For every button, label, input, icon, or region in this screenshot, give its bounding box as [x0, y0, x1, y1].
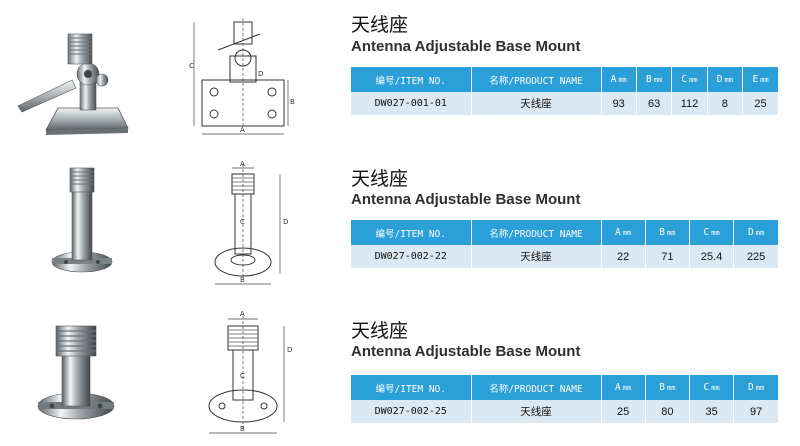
table-row: DW027-002-25 天线座 25 80 35 97	[351, 400, 778, 423]
cell-item-no: DW027-002-25	[351, 400, 472, 423]
cell-item-no: DW027-001-01	[351, 92, 472, 115]
product-title-zh: 天线座	[351, 14, 409, 36]
product-section-1: C D B A 天线座 Antenna Adjustable Base Moun…	[0, 0, 800, 148]
cell-dim-c: 25.4	[689, 245, 735, 268]
header-item-no: 编号/ITEM NO.	[351, 375, 472, 400]
drawing-label-b: B	[240, 425, 245, 433]
table-row: DW027-001-01 天线座 93 63 112 8 25	[351, 92, 778, 115]
header-item-no: 编号/ITEM NO.	[351, 220, 472, 245]
cell-dim-b: 63	[636, 92, 673, 115]
header-product-name: 名称/PRODUCT NAME	[471, 375, 602, 400]
product-section-3: A C D B 天线座 Antenna Adjustable Base Moun…	[0, 298, 800, 446]
product-photo-base-mount-22	[51, 167, 113, 273]
cell-dim-a: 22	[601, 245, 646, 268]
header-item-no: 编号/ITEM NO.	[351, 67, 472, 92]
drawing-label-c: C	[240, 218, 245, 226]
product-title-en: Antenna Adjustable Base Mount	[351, 191, 581, 208]
table-row: DW027-002-22 天线座 22 71 25.4 225	[351, 245, 778, 268]
drawing-label-a: A	[240, 310, 245, 318]
cell-product-name: 天线座	[471, 400, 602, 423]
drawing-label-b: B	[240, 276, 245, 284]
product-photo-adjustable-mount	[17, 33, 129, 135]
cell-dim-a: 93	[601, 92, 637, 115]
cell-dim-c: 112	[671, 92, 708, 115]
header-product-name: 名称/PRODUCT NAME	[471, 220, 602, 245]
cell-dim-a: 25	[601, 400, 646, 423]
drawing-label-a: A	[240, 126, 245, 134]
dimension-drawing-3: A C D B	[208, 310, 292, 434]
drawing-label-c: C	[240, 372, 245, 380]
product-title-zh: 天线座	[351, 320, 409, 342]
cell-dim-b: 80	[645, 400, 691, 423]
cell-dim-b: 71	[645, 245, 691, 268]
product-section-2: A C D B 天线座 Antenna Adjustable Base Moun…	[0, 150, 800, 298]
cell-dim-d: 225	[733, 245, 778, 268]
dimension-drawing-2: A C D B	[214, 160, 288, 285]
product-title-en: Antenna Adjustable Base Mount	[351, 343, 581, 360]
header-product-name: 名称/PRODUCT NAME	[471, 67, 602, 92]
cell-dim-d: 8	[707, 92, 744, 115]
drawing-label-d: D	[287, 346, 292, 354]
cell-product-name: 天线座	[471, 245, 602, 268]
cell-dim-c: 35	[689, 400, 735, 423]
cell-dim-d: 97	[733, 400, 778, 423]
product-photo-base-mount-25	[37, 325, 115, 420]
cell-product-name: 天线座	[471, 92, 602, 115]
product-title-zh: 天线座	[351, 168, 409, 190]
drawing-label-a: A	[240, 160, 245, 168]
cell-dim-e: 25	[742, 92, 778, 115]
product-title-en: Antenna Adjustable Base Mount	[351, 38, 581, 55]
dimension-drawing-1: C D B A	[189, 18, 295, 135]
drawing-label-d: D	[258, 70, 263, 78]
drawing-label-d: D	[283, 218, 288, 226]
drawing-label-c: C	[189, 62, 194, 70]
cell-item-no: DW027-002-22	[351, 245, 472, 268]
drawing-label-b: B	[290, 98, 295, 106]
